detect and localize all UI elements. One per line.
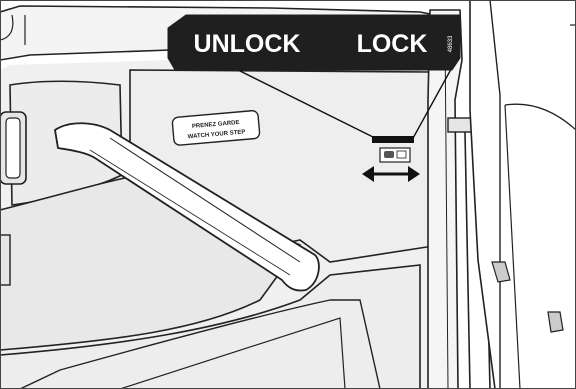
lock-callout: UNLOCK LOCK 48633 <box>168 15 460 70</box>
unlock-label: UNLOCK <box>194 30 301 58</box>
lock-label: LOCK <box>357 30 428 58</box>
reference-code: 48633 <box>448 35 454 52</box>
